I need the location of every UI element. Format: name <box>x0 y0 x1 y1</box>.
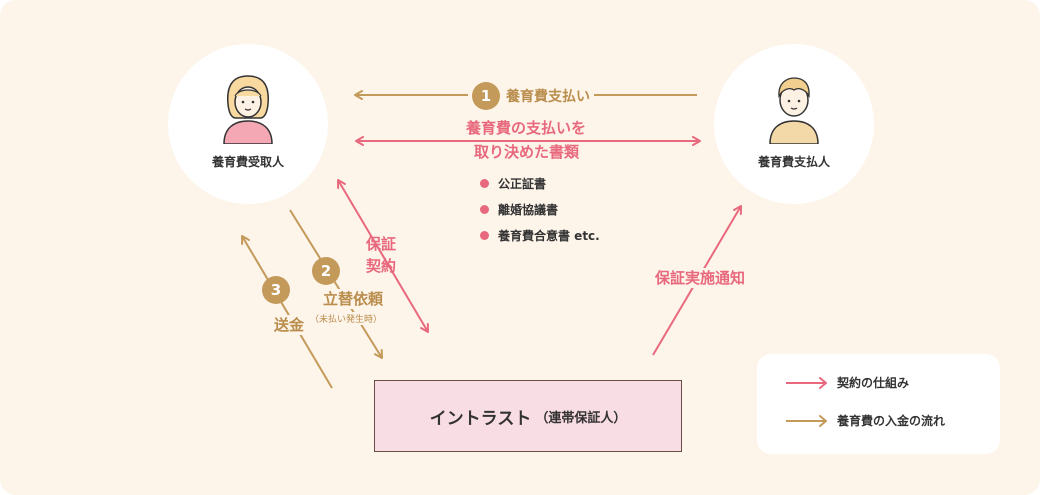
step3-label: 送金 <box>274 315 305 335</box>
step2-note: （未払い発生時） <box>310 312 383 325</box>
legend-contract-label: 契約の仕組み <box>837 376 910 390</box>
recipient-label: 養育費受取人 <box>211 155 284 169</box>
bullet-dot-icon <box>480 205 489 214</box>
guarantee-label-line1: 保証 <box>366 235 397 253</box>
remittance-arrow <box>241 235 333 389</box>
guarantee-contract-arrow <box>337 179 429 333</box>
company-role: （連帯保証人） <box>535 410 627 426</box>
bullet-dot-icon <box>480 179 489 188</box>
legend-item-contract: 契約の仕組み <box>785 374 909 391</box>
bullet-dot-icon <box>480 231 489 240</box>
document-label-line1: 養育費の支払いを <box>463 118 590 138</box>
step1-label-group: 1 養育費支払い <box>468 82 594 110</box>
gold-arrow-icon <box>786 414 827 427</box>
legend-item-payment: 養育費の入金の流れ <box>785 412 945 429</box>
notification-label: 保証実施通知 <box>653 268 748 288</box>
document-label-line2: 取り決めた書類 <box>474 143 580 161</box>
payer-person-icon <box>769 77 819 144</box>
legend: 契約の仕組み 養育費の入金の流れ <box>757 354 1000 454</box>
step1-number: 1 <box>472 82 500 110</box>
step2-number: 2 <box>312 257 340 285</box>
company-node: イントラスト （連帯保証人） <box>374 380 682 452</box>
document-list: 公正証書 離婚協議書 養育費合意書 etc. <box>480 176 600 254</box>
recipient-person-icon <box>223 75 273 144</box>
reimbursement-request-arrow <box>289 209 383 359</box>
step2-label: 立替依頼 <box>323 289 384 309</box>
pink-arrow-icon <box>786 376 827 389</box>
document-list-item: 離婚協議書 <box>480 202 600 228</box>
legend-payment-label: 養育費の入金の流れ <box>837 414 946 428</box>
document-list-item: 養育費合意書 etc. <box>480 228 600 254</box>
company-name: イントラスト <box>429 408 532 429</box>
payer-label: 養育費支払人 <box>757 155 830 169</box>
guarantee-label-line2: 契約 <box>366 257 397 275</box>
step3-number: 3 <box>262 276 290 304</box>
document-list-item: 公正証書 <box>480 176 600 202</box>
step1-label: 養育費支払い <box>506 89 590 105</box>
